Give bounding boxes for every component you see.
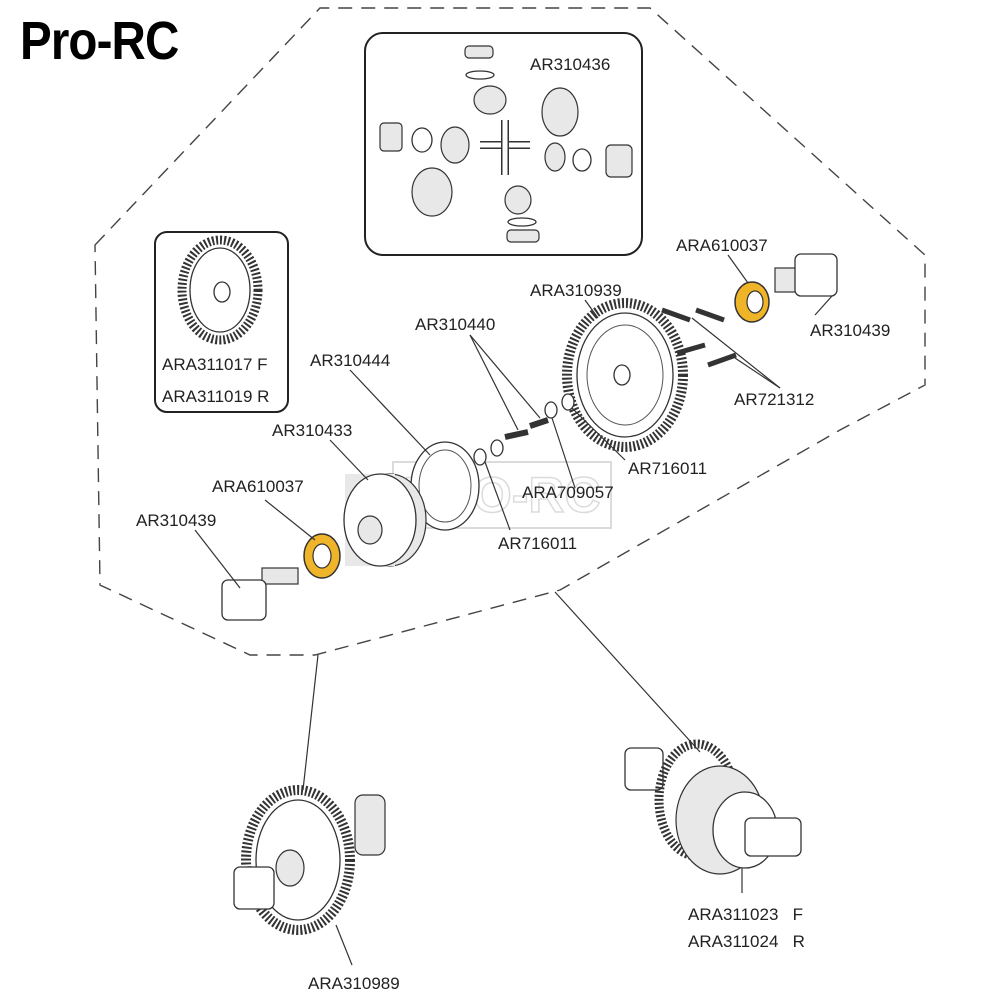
label-ara709057: ARA709057 <box>522 483 614 502</box>
assembled-diff-ara311023 <box>624 739 802 875</box>
label-ara310939: ARA310939 <box>530 281 622 300</box>
leader-lines <box>194 254 833 966</box>
label-ar310439-right: AR310439 <box>810 321 891 340</box>
brand-logo: Pro-RC <box>20 11 179 71</box>
inset-ring-gear-label-front: ARA311017 F <box>162 355 268 374</box>
label-ar716011-bottom: AR716011 <box>498 534 578 553</box>
label-ar310433: AR310433 <box>272 421 353 440</box>
label-ara610037-top: ARA610037 <box>676 236 768 255</box>
pins-ar310440 <box>504 417 549 440</box>
assembled-diff-ara310989 <box>233 785 386 935</box>
ring-gear-ara310939 <box>562 298 688 452</box>
label-ar310440: AR310440 <box>415 315 496 334</box>
label-ara311023: ARA311023 F <box>688 905 803 924</box>
diff-gear-set-icon <box>379 45 633 243</box>
bearing-ara610037-top <box>734 281 770 323</box>
diff-case-ar310433 <box>343 473 427 567</box>
label-ar721312: AR721312 <box>734 390 815 409</box>
ring-gear-icon <box>177 235 263 345</box>
label-ar310444: AR310444 <box>310 351 391 370</box>
outdrive-ar310439-left <box>221 567 299 621</box>
inset-diff-gears-label: AR310436 <box>530 55 610 74</box>
inset-ring-gear-label-rear: ARA311019 R <box>162 387 269 406</box>
label-ar716011-right: AR716011 <box>628 459 708 478</box>
exploded-view-boundary <box>94 7 926 656</box>
bearing-ara610037-left <box>303 533 341 579</box>
label-ar310439-left: AR310439 <box>136 511 217 530</box>
label-ara610037-left: ARA610037 <box>212 477 304 496</box>
label-ara311024: ARA311024 R <box>688 932 805 951</box>
label-ara310989: ARA310989 <box>308 974 400 993</box>
washers <box>473 393 575 466</box>
bolts-ar721312 <box>661 307 737 368</box>
outdrive-ar310439-right <box>774 253 838 297</box>
